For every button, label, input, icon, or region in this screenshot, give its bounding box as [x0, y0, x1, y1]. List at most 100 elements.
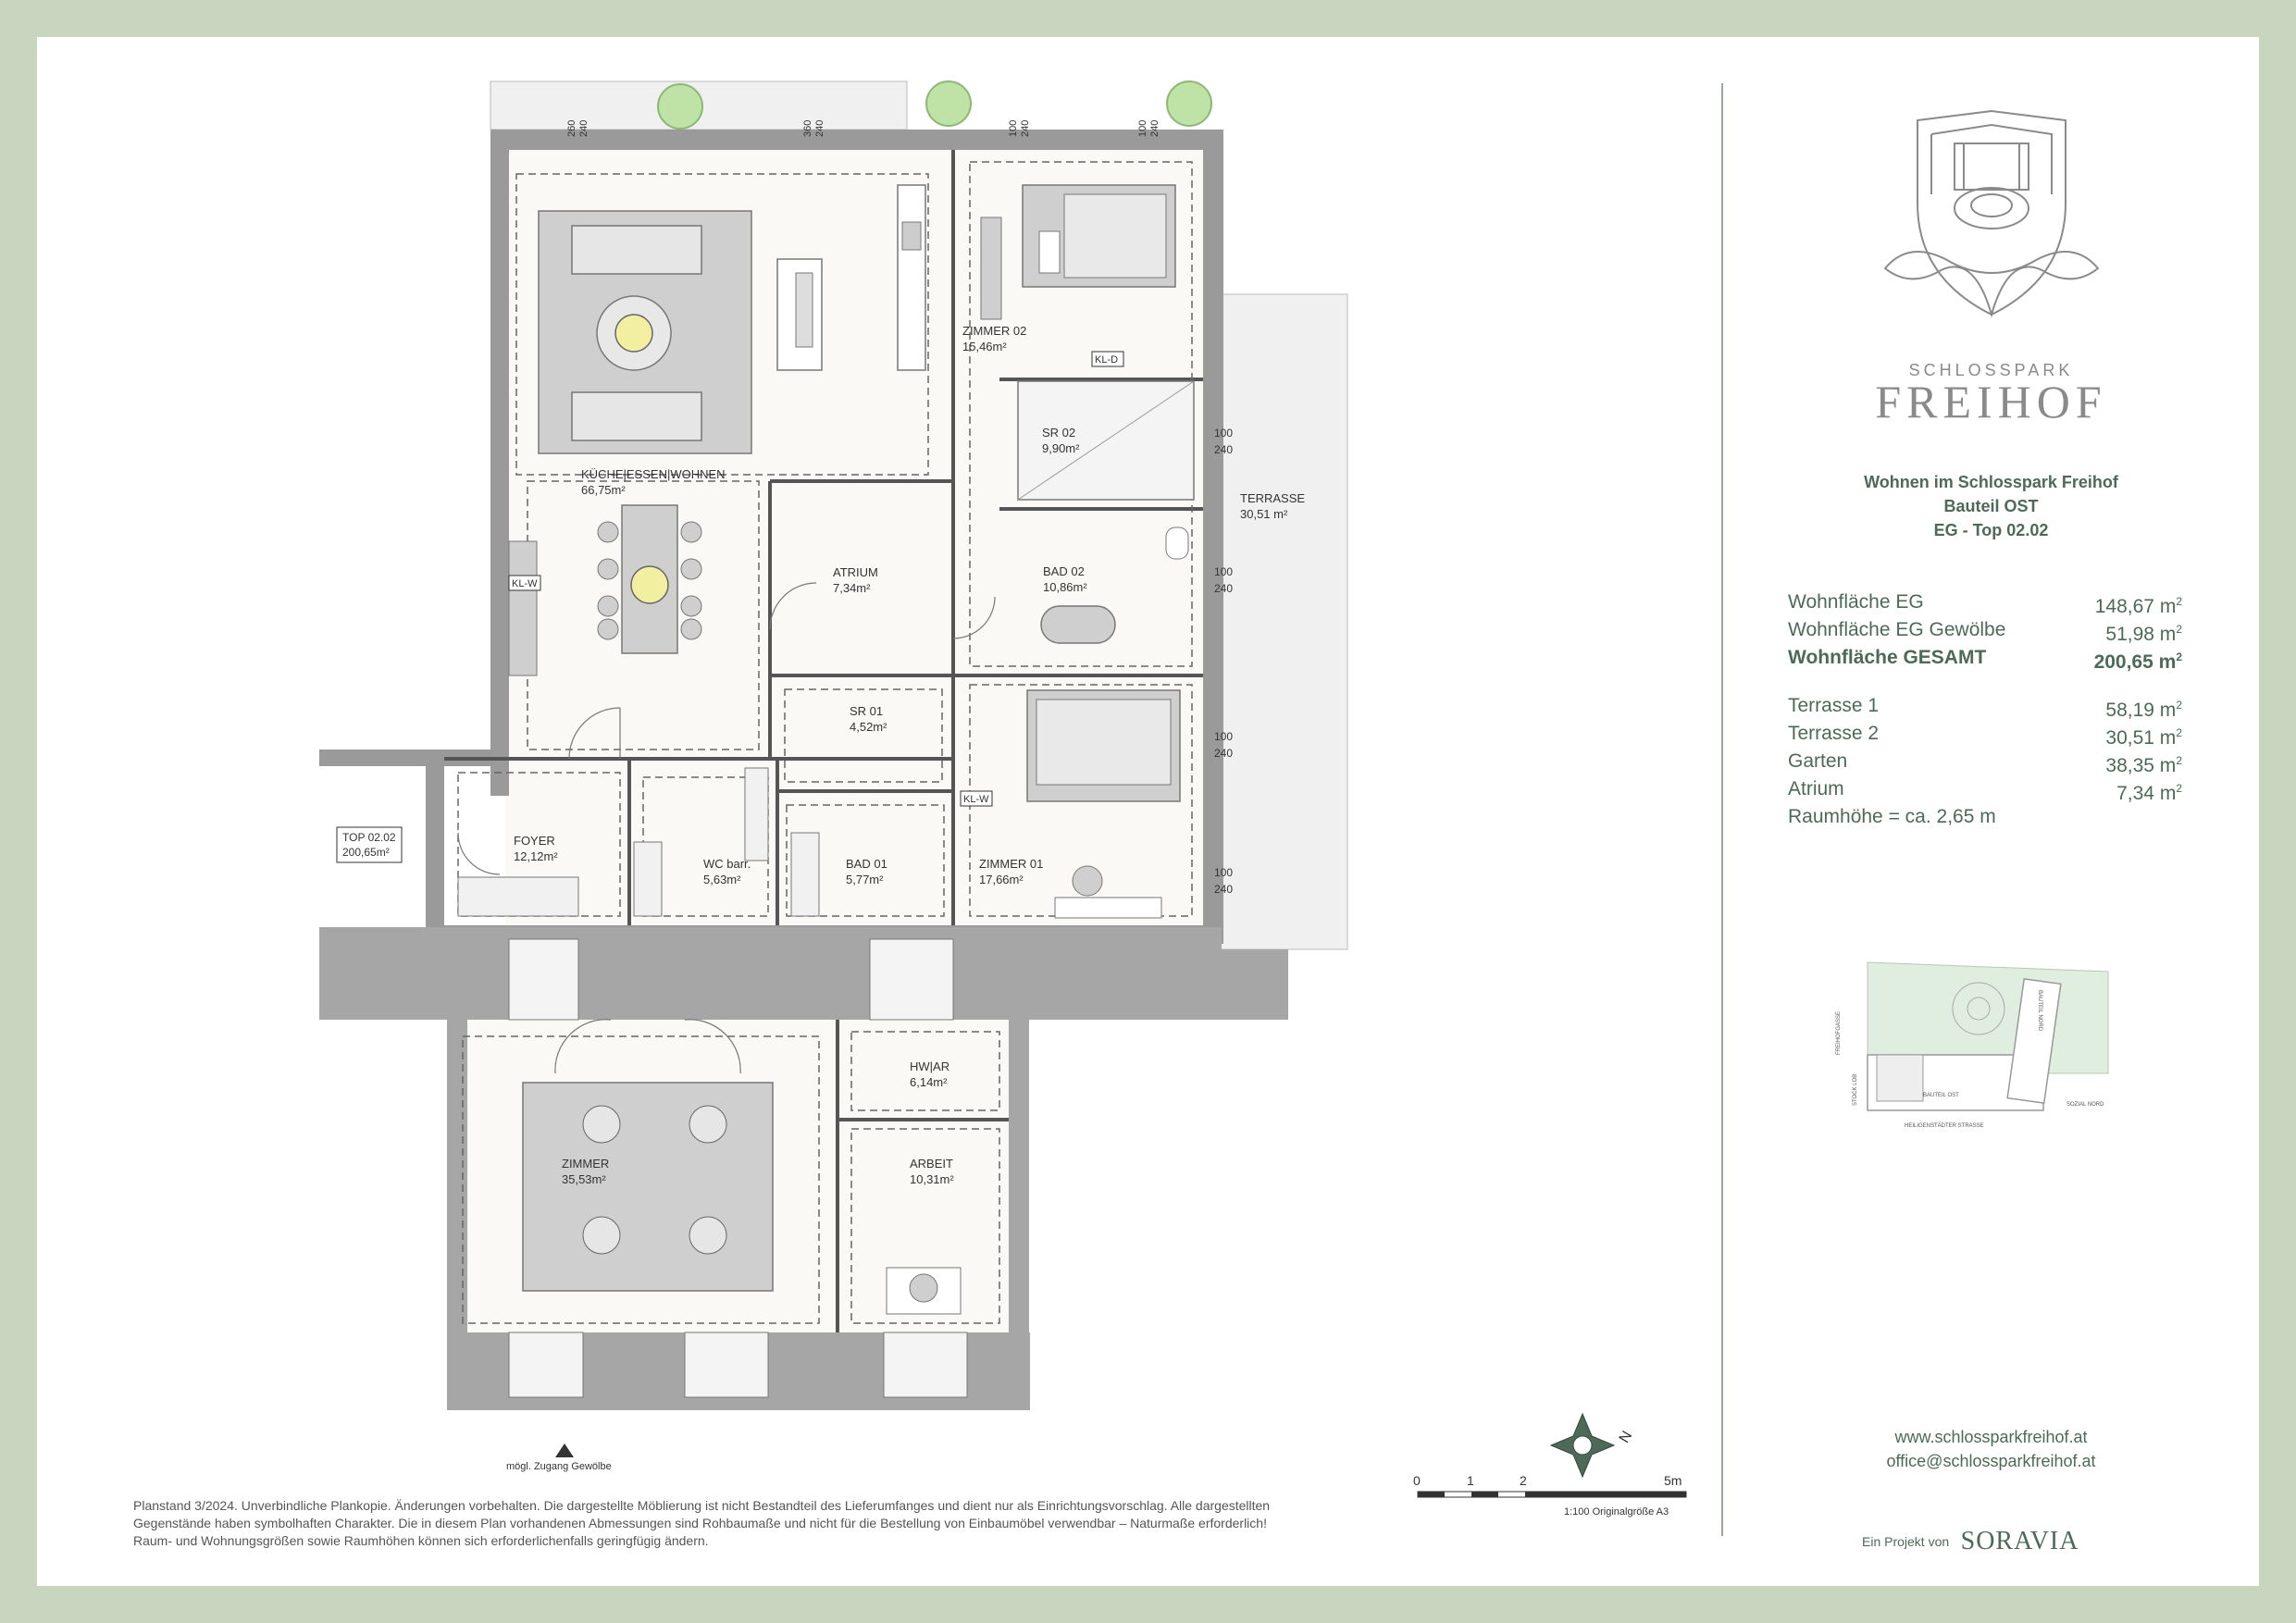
bedroom-01-furniture [1026, 689, 1181, 919]
site-plan: BAUTEIL OST HEILIGENSTÄDTER STRASSE FREI… [1836, 961, 2109, 1129]
project-line-2: Bauteil OST [1943, 497, 2039, 515]
window-dim-w3-b: 240 [1020, 120, 1031, 137]
window-dim-e4-a: 100 [1214, 866, 1233, 879]
room-zimmer01-area: 17,66m² [979, 873, 1024, 886]
window-dim-e3-a: 100 [1214, 730, 1233, 743]
room-height: Raumhöhe = ca. 2,65 m [1788, 806, 1996, 827]
area-table: Wohnfläche EG 148,67 m2 Wohnfläche EG Ge… [1788, 590, 2182, 828]
room-zimmer02-name: ZIMMER 02 [962, 324, 1026, 338]
project-line-3: EG - Top 02.02 [1933, 521, 2049, 539]
disclaimer-line: Planstand 3/2024. Unverbindliche Plankop… [133, 1498, 1271, 1513]
room-hwar-name: HW|AR [910, 1059, 949, 1073]
unit-tag: TOP 02.02 200,65m² [336, 826, 403, 863]
window-dim-e3-b: 240 [1214, 747, 1233, 760]
project-info: Wohnen im Schlosspark Freihof Bauteil OS… [1723, 470, 2259, 542]
area-value: 51,98 m2 [2105, 623, 2182, 645]
panel-divider [1721, 83, 1723, 1536]
project-line-1: Wohnen im Schlosspark Freihof [1864, 473, 2118, 491]
area-row: Wohnfläche EG Gewölbe 51,98 m2 [1788, 618, 2182, 646]
room-hwar-area: 6,14m² [910, 1075, 948, 1089]
north-label: N [1617, 1429, 1636, 1446]
trees [657, 81, 1212, 130]
room-atrium-name: ATRIUM [833, 565, 878, 579]
window-dim-w3-a: 100 [1008, 120, 1019, 137]
east-terrace [1208, 293, 1348, 950]
area-label: Wohnfläche EG Gewölbe [1788, 619, 2006, 640]
disclaimer-line: Gegenstände haben symbolhaften Charakter… [133, 1516, 1267, 1530]
window-dim-e1-a: 100 [1214, 427, 1233, 440]
info-panel: SCHLOSSPARK FREIHOF Wohnen im Schlosspar… [1723, 37, 2259, 1586]
siteplan-bauteil-nord: BAUTEIL NORD [2037, 990, 2042, 1032]
freihof-crest-icon [1883, 109, 2100, 318]
contact-block: www.schlossparkfreihof.at office@schloss… [1723, 1425, 2259, 1473]
window-dim-w2-a: 360 [802, 120, 813, 137]
foyer-furniture [457, 767, 820, 917]
disclaimer-line: Raum- und Wohnungsgrößen sowie Raumhöhen… [133, 1533, 709, 1548]
outdoor-label: Terrasse 2 [1788, 723, 1880, 744]
area-row: Wohnfläche EG 148,67 m2 [1788, 590, 2182, 618]
scale-2: 2 [1520, 1473, 1527, 1488]
outdoor-row: Atrium 7,34 m2 [1788, 777, 2182, 805]
vault-wall [319, 927, 1288, 1020]
outdoor-row: Terrasse 1 58,19 m2 [1788, 694, 2182, 722]
email-link[interactable]: office@schlossparkfreihof.at [1886, 1452, 2096, 1470]
unit-tag-area: 200,65m² [342, 846, 390, 859]
living-furniture [538, 184, 926, 454]
bedroom-02-furniture [980, 184, 1176, 320]
brand-sub: SCHLOSSPARK [1908, 361, 2074, 379]
window-dim-w4-a: 100 [1137, 120, 1148, 137]
room-foyer-area: 12,12m² [514, 849, 558, 863]
room-bad02-area: 10,86m² [1043, 580, 1087, 594]
vault-access-label: mögl. Zugang Gewölbe [506, 1461, 612, 1472]
area-row-total: Wohnfläche GESAMT 200,65 m2 [1788, 646, 2182, 674]
outdoor-value: 7,34 m2 [2116, 782, 2182, 804]
room-sr02-name: SR 02 [1042, 426, 1075, 440]
vault-furniture [522, 1082, 962, 1315]
room-bad01-name: BAD 01 [846, 857, 887, 871]
room-zimmer-g-name: ZIMMER [562, 1157, 609, 1171]
footer-prefix: Ein Projekt von [1862, 1534, 1950, 1549]
room-atrium-area: 7,34m² [833, 581, 871, 595]
vault-windows [508, 938, 968, 1398]
room-terrasse-area: 30,51 m² [1240, 507, 1288, 521]
svg-text:KL-W: KL-W [512, 578, 538, 589]
siteplan-stock: STOCK LOB [1853, 1074, 1858, 1106]
window-dim-e2-b: 240 [1214, 582, 1233, 595]
closet-tag-klw: KL-W [508, 575, 541, 591]
door-swings [457, 582, 996, 1074]
room-zimmer-g-area: 35,53m² [562, 1172, 606, 1186]
room-foyer-name: FOYER [514, 834, 555, 848]
window-dim-e1-b: 240 [1214, 443, 1233, 456]
siteplan-strasse: HEILIGENSTÄDTER STRASSE [1905, 1122, 1984, 1129]
dining-furniture [508, 504, 702, 676]
outdoor-row: Garten 38,35 m2 [1788, 750, 2182, 777]
room-arbeit-area: 10,31m² [910, 1172, 954, 1186]
room-bad01-area: 5,77m² [846, 873, 884, 886]
outdoor-value: 30,51 m2 [2105, 726, 2182, 749]
outdoor-label: Terrasse 1 [1788, 695, 1880, 716]
room-kueche-name: KÜCHE|ESSEN|WOHNEN [581, 467, 726, 481]
room-zimmer01-name: ZIMMER 01 [979, 857, 1043, 871]
window-dim-w1-b: 240 [578, 120, 590, 137]
outdoor-label: Atrium [1788, 778, 1844, 799]
area-value: 148,67 m2 [2094, 595, 2182, 617]
interior-walls [444, 150, 1203, 1332]
siteplan-sozial: SOZIAL NORD [2066, 1102, 2104, 1108]
compass-rose: N [1549, 1412, 1636, 1479]
window-dim-w2-b: 240 [814, 120, 825, 137]
unit-tag-name: TOP 02.02 [342, 831, 396, 844]
room-wc-area: 5,63m² [703, 873, 741, 886]
closet-tag-klw-2: KL-W [960, 790, 993, 807]
brand-main: FREIHOF [1875, 376, 2107, 427]
bath-02-furniture [1017, 380, 1195, 644]
plan-sheet: KÜCHE|ESSEN|WOHNEN 66,75m² ATRIUM 7,34m²… [37, 37, 2259, 1586]
room-wc-name: WC barr. [703, 857, 751, 871]
disclaimer: Planstand 3/2024. Unverbindliche Plankop… [133, 1497, 1355, 1550]
scale-bar: 0 1 2 5m 1:100 Originalgröße A3 [1413, 1473, 1687, 1518]
closet-tag-kld: KL-D [1091, 351, 1124, 367]
room-zimmer02-area: 15,46m² [962, 340, 1007, 353]
area-label: Wohnfläche GESAMT [1788, 647, 1987, 668]
area-value: 200,65 m2 [2093, 650, 2182, 673]
website-link[interactable]: www.schlossparkfreihof.at [1894, 1428, 2088, 1446]
window-dim-e4-b: 240 [1214, 883, 1233, 896]
